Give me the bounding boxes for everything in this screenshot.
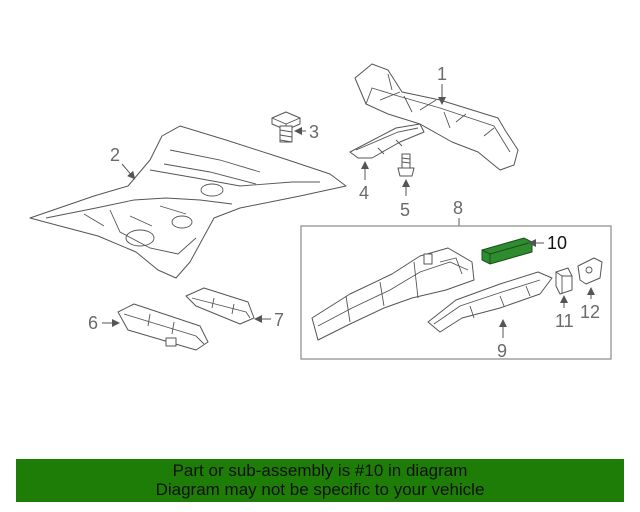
callout-7: 7 — [274, 310, 284, 330]
callout-8: 8 — [453, 198, 463, 218]
callout-9: 9 — [497, 341, 507, 361]
callout-4: 4 — [359, 183, 369, 203]
banner-line-1: Part or sub-assembly is #10 in diagram — [172, 461, 468, 480]
callout-5: 5 — [400, 200, 410, 220]
callout-3: 3 — [309, 122, 319, 142]
banner-line-2: Diagram may not be specific to your vehi… — [155, 480, 485, 499]
info-banner: Part or sub-assembly is #10 in diagram D… — [16, 459, 624, 502]
part-8-frame-rail[interactable] — [311, 247, 475, 341]
callout-6: 6 — [88, 313, 98, 333]
part-7-bracket[interactable] — [185, 287, 255, 325]
part-10-highlighted[interactable] — [481, 237, 533, 265]
callout-2: 2 — [110, 145, 120, 165]
parts-diagram: 1 2 3 4 5 8 — [29, 63, 612, 361]
part-6-bracket[interactable] — [117, 303, 209, 351]
part-2-rear-floor-pan[interactable] — [29, 125, 347, 279]
part-1-rear-panel[interactable] — [354, 63, 519, 171]
leader-2 — [121, 163, 136, 180]
part-9-side-rail[interactable] — [427, 271, 553, 333]
part-3-bolt[interactable] — [271, 111, 301, 143]
callout-1: 1 — [437, 64, 447, 84]
group-8-box — [300, 225, 612, 360]
part-12-plate[interactable] — [577, 257, 603, 285]
part-5-stud[interactable] — [397, 153, 415, 177]
callout-11: 11 — [555, 311, 574, 331]
part-11-bracket[interactable] — [555, 267, 573, 295]
part-4-bracket[interactable] — [349, 123, 425, 159]
callout-10: 10 — [547, 233, 567, 253]
callout-12: 12 — [580, 302, 600, 322]
